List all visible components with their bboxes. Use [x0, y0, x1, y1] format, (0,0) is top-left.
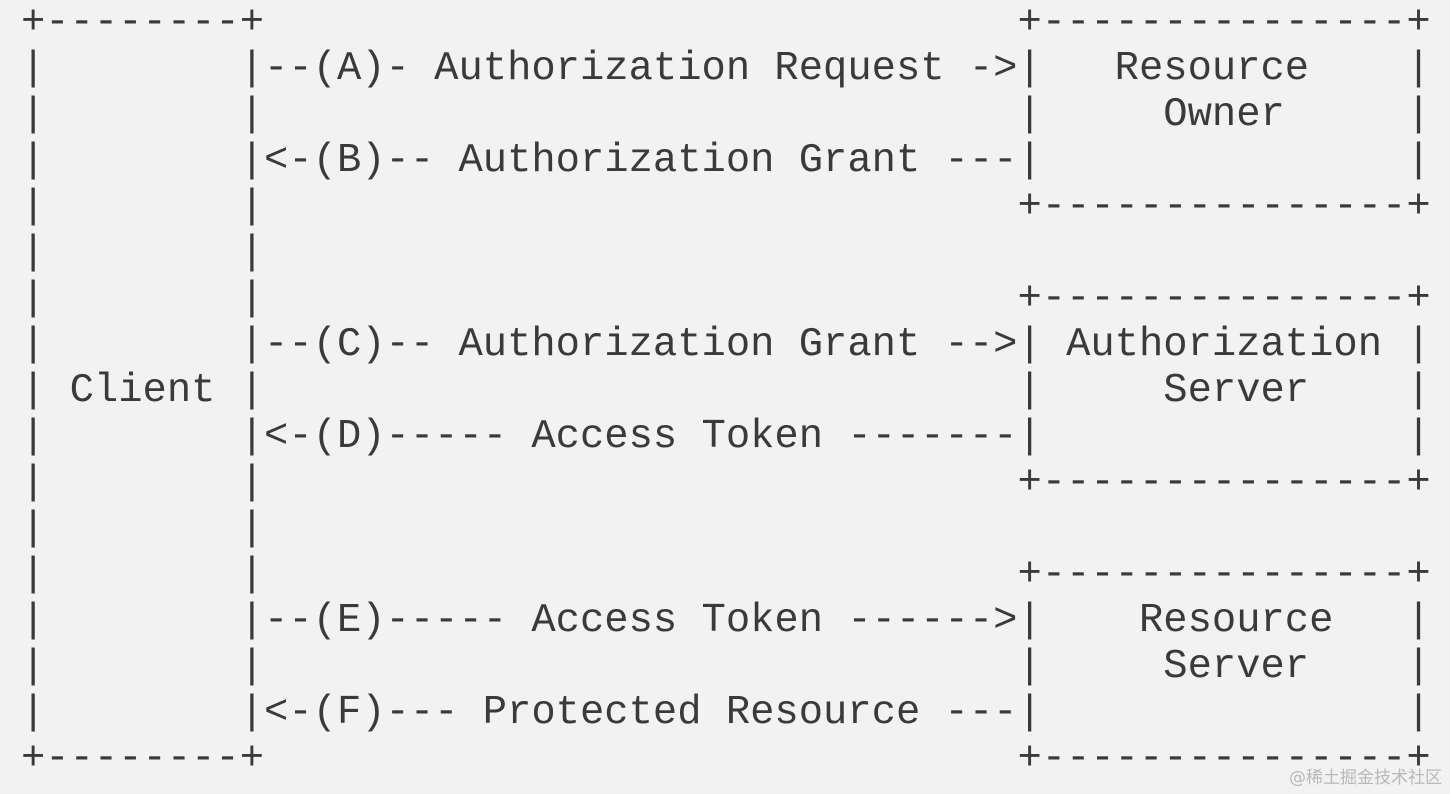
diagram-line-resource-server-label: | | | Server |	[21, 644, 1431, 690]
diagram-line-client-label: | Client | | Server |	[21, 368, 1431, 414]
diagram-line-access-token-send: | |--(E)----- Access Token ------>| Reso…	[21, 598, 1431, 644]
diagram-line-authorization-server-top: | | +---------------+	[21, 276, 1431, 322]
diagram-line-bottom-border: +--------+ +---------------+	[21, 736, 1431, 782]
diagram-line-top-border: +--------+ +---------------+	[21, 0, 1431, 46]
diagram-line-spacer-2: | |	[21, 506, 265, 552]
diagram-line-resource-server-top: | | +---------------+	[21, 552, 1431, 598]
diagram-line-spacer-1: | |	[21, 230, 265, 276]
diagram-line-authorization-server-bottom: | | +---------------+	[21, 460, 1431, 506]
oauth-flow-ascii-diagram: +--------+ +---------------+| |--(A)- Au…	[21, 0, 1431, 782]
diagram-line-access-token-return: | |<-(D)----- Access Token -------| |	[21, 414, 1431, 460]
diagram-line-authorization-grant-return: | |<-(B)-- Authorization Grant ---| |	[21, 138, 1431, 184]
watermark: @稀土掘金技术社区	[1289, 768, 1442, 788]
diagram-line-resource-owner-bottom: | | +---------------+	[21, 184, 1431, 230]
diagram-line-protected-resource-return: | |<-(F)--- Protected Resource ---| |	[21, 690, 1431, 736]
diagram-line-authorization-grant-send: | |--(C)-- Authorization Grant -->| Auth…	[21, 322, 1431, 368]
diagram-line-authorization-request: | |--(A)- Authorization Request ->| Reso…	[21, 46, 1431, 92]
diagram-line-resource-owner-label: | | | Owner |	[21, 92, 1431, 138]
